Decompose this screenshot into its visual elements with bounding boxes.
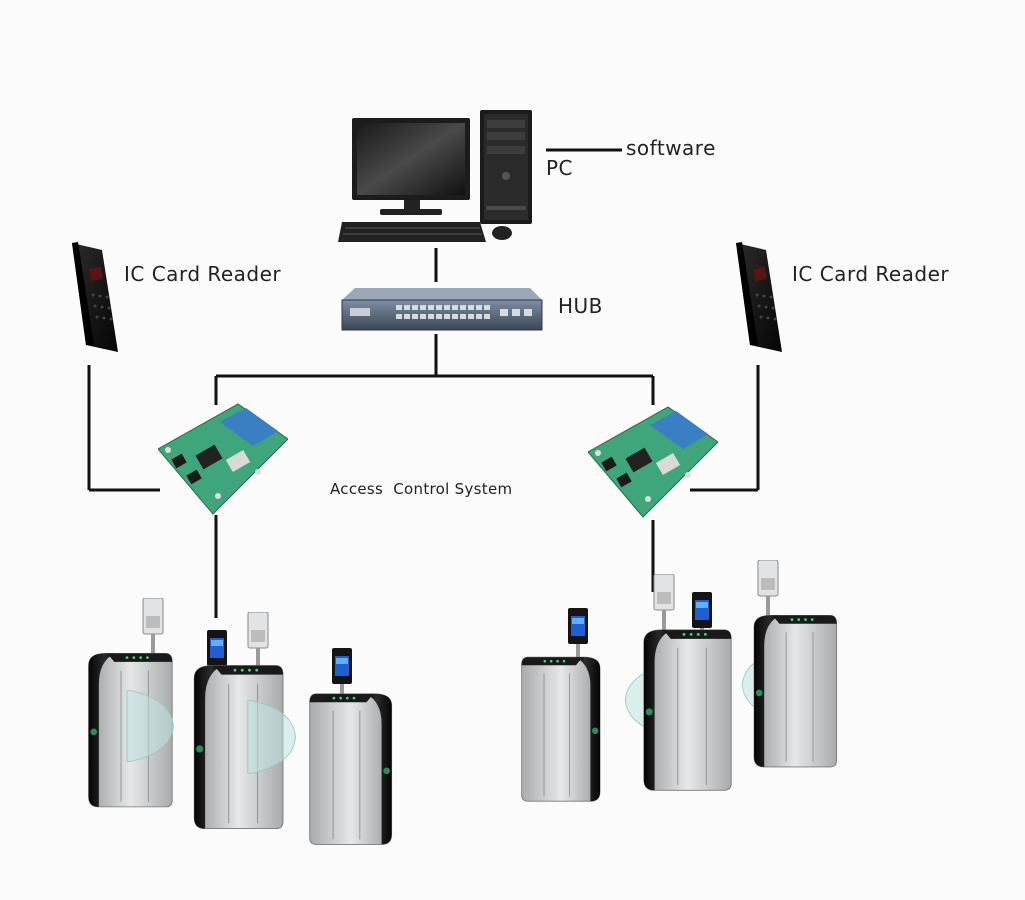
turnstile-gate-icon [309, 693, 393, 845]
glass-wing-icon [247, 700, 296, 774]
software-label: software [626, 136, 716, 160]
turnstile-gate-group-right [521, 560, 838, 802]
turnstile-gate-icon [521, 656, 601, 802]
controller-board-icon [588, 406, 718, 518]
pc-label: PC [546, 156, 574, 180]
connection-lines [87, 148, 760, 618]
card-reader-icon [736, 242, 782, 352]
ic-card-reader-right-label: IC Card Reader [792, 262, 950, 286]
access-control-system-label: Access Control System [330, 480, 513, 498]
pc-workstation [338, 110, 532, 242]
keyboard-icon [338, 222, 486, 242]
turnstile-gate-group-left [88, 598, 393, 845]
turnstile-gate-icon [643, 629, 732, 791]
network-hub-icon [341, 288, 543, 331]
pc-tower-icon [480, 110, 532, 224]
hub-label: HUB [558, 294, 603, 318]
turnstile-gate-icon [753, 614, 838, 768]
monitor-icon [352, 118, 470, 215]
card-reader-icon [72, 242, 118, 352]
mouse-icon [492, 226, 512, 240]
controller-board-icon [158, 403, 288, 515]
ic-card-reader-left-label: IC Card Reader [124, 262, 282, 286]
